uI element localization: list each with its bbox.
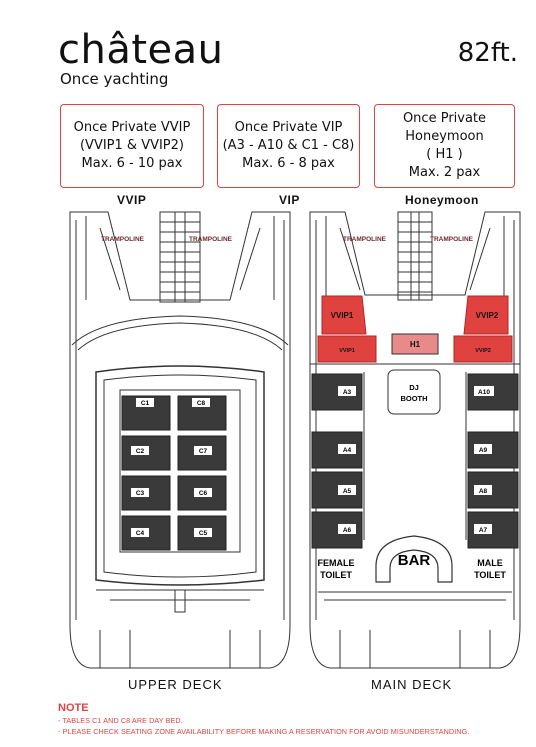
- table-label: C5: [199, 530, 208, 537]
- upper-deck-tables: C1 C8 C2 C7 C3 C6 C4: [121, 395, 227, 551]
- upper-deck-label: UPPER DECK: [128, 677, 223, 692]
- package-line: Honeymoon: [405, 129, 484, 144]
- dj-label: DJ: [409, 383, 419, 392]
- table-c4[interactable]: C4: [121, 515, 171, 551]
- table-label: A9: [479, 447, 488, 454]
- main-deck-left-tables: A3 A4 A5 A6: [311, 373, 363, 549]
- table-c7[interactable]: C7: [177, 435, 227, 471]
- table-a3[interactable]: A3: [311, 373, 363, 411]
- main-deck: [309, 211, 521, 669]
- zone-vvip2-lower[interactable]: VVIP2: [453, 335, 513, 363]
- table-label: C4: [136, 530, 145, 537]
- trampoline-label: TRAMPOLINE: [101, 236, 145, 243]
- package-honeymoon: Once Private Honeymoon ( H1 ) Max. 2 pax: [374, 104, 515, 188]
- zone-vvip1-lower[interactable]: VVIP1: [317, 335, 377, 363]
- brand-subtitle: Once yachting: [60, 70, 169, 88]
- dj-label: BOOTH: [400, 394, 427, 403]
- table-label: A4: [343, 447, 352, 454]
- note-title: NOTE: [58, 702, 89, 714]
- table-label: C8: [197, 400, 206, 407]
- dj-booth: DJ BOOTH: [387, 369, 441, 415]
- package-vip: Once Private VIP (A3 - A10 & C1 - C8) Ma…: [217, 104, 360, 188]
- table-a9[interactable]: A9: [467, 431, 519, 469]
- zone-label-honeymoon: Honeymoon: [405, 193, 479, 207]
- zone-label: VVIP1: [339, 348, 355, 354]
- zone-label: VVIP2: [476, 311, 499, 320]
- toilet-label: TOILET: [320, 570, 352, 580]
- table-a5[interactable]: A5: [311, 471, 363, 509]
- zone-label: VVIP2: [475, 348, 491, 354]
- table-label: A6: [343, 527, 352, 534]
- zone-label-vip: VIP: [279, 193, 300, 207]
- package-line: ( H1 ): [426, 147, 463, 162]
- toilet-label: FEMALE: [318, 558, 355, 568]
- table-c8[interactable]: C8: [177, 395, 227, 431]
- table-a7[interactable]: A7: [467, 511, 519, 549]
- table-label: A10: [478, 389, 490, 396]
- bar-label: BAR: [398, 552, 431, 569]
- trampoline-label: TRAMPOLINE: [430, 236, 474, 243]
- package-line: (A3 - A10 & C1 - C8): [222, 138, 355, 153]
- yacht-length: 82ft.: [457, 38, 518, 68]
- table-label: C3: [136, 490, 145, 497]
- main-deck-right-tables: A10 A9 A8 A7: [467, 373, 519, 549]
- upper-deck: [69, 211, 291, 669]
- toilet-label: TOILET: [474, 570, 506, 580]
- table-label: A5: [343, 488, 352, 495]
- bar-area: BAR: [375, 535, 453, 583]
- table-c2[interactable]: C2: [121, 435, 171, 471]
- table-a10[interactable]: A10: [467, 373, 519, 411]
- trampoline-label: TRAMPOLINE: [343, 236, 387, 243]
- main-deck-label: MAIN DECK: [371, 677, 453, 692]
- table-a4[interactable]: A4: [311, 431, 363, 469]
- package-line: (VVIP1 & VVIP2): [79, 138, 184, 153]
- table-label: A8: [479, 488, 488, 495]
- zone-vvip1-upper[interactable]: VVIP1: [321, 295, 367, 335]
- table-label: C1: [141, 400, 150, 407]
- package-vvip: Once Private VVIP (VVIP1 & VVIP2) Max. 6…: [60, 104, 204, 188]
- table-a8[interactable]: A8: [467, 471, 519, 509]
- table-c3[interactable]: C3: [121, 475, 171, 511]
- package-line: Max. 2 pax: [408, 165, 481, 180]
- package-line: Max. 6 - 10 pax: [81, 156, 183, 171]
- table-label: A3: [343, 389, 352, 396]
- zone-label: H1: [410, 340, 421, 349]
- note-line: - PLEASE CHECK SEATING ZONE AVAILABILITY…: [58, 727, 470, 736]
- toilet-label: MALE: [477, 558, 503, 568]
- table-c1[interactable]: C1: [121, 395, 171, 431]
- table-a6[interactable]: A6: [311, 511, 363, 549]
- table-label: C7: [199, 448, 208, 455]
- table-c6[interactable]: C6: [177, 475, 227, 511]
- package-line: Max. 6 - 8 pax: [242, 156, 335, 171]
- trampoline-label: TRAMPOLINE: [189, 236, 233, 243]
- table-label: A7: [479, 527, 488, 534]
- package-line: Once Private: [402, 111, 487, 126]
- zone-label-vvip: VVIP: [117, 193, 147, 207]
- note-line: - TABLES C1 AND C8 ARE DAY BED.: [58, 716, 183, 725]
- table-label: C6: [199, 490, 208, 497]
- package-line: Once Private VIP: [234, 120, 343, 135]
- table-label: C2: [136, 448, 145, 455]
- zone-vvip2-upper[interactable]: VVIP2: [463, 295, 509, 335]
- table-c5[interactable]: C5: [177, 515, 227, 551]
- brand-title: château: [58, 27, 224, 73]
- zone-h1[interactable]: H1: [391, 333, 439, 355]
- package-line: Once Private VVIP: [73, 120, 191, 135]
- zone-label: VVIP1: [331, 311, 354, 320]
